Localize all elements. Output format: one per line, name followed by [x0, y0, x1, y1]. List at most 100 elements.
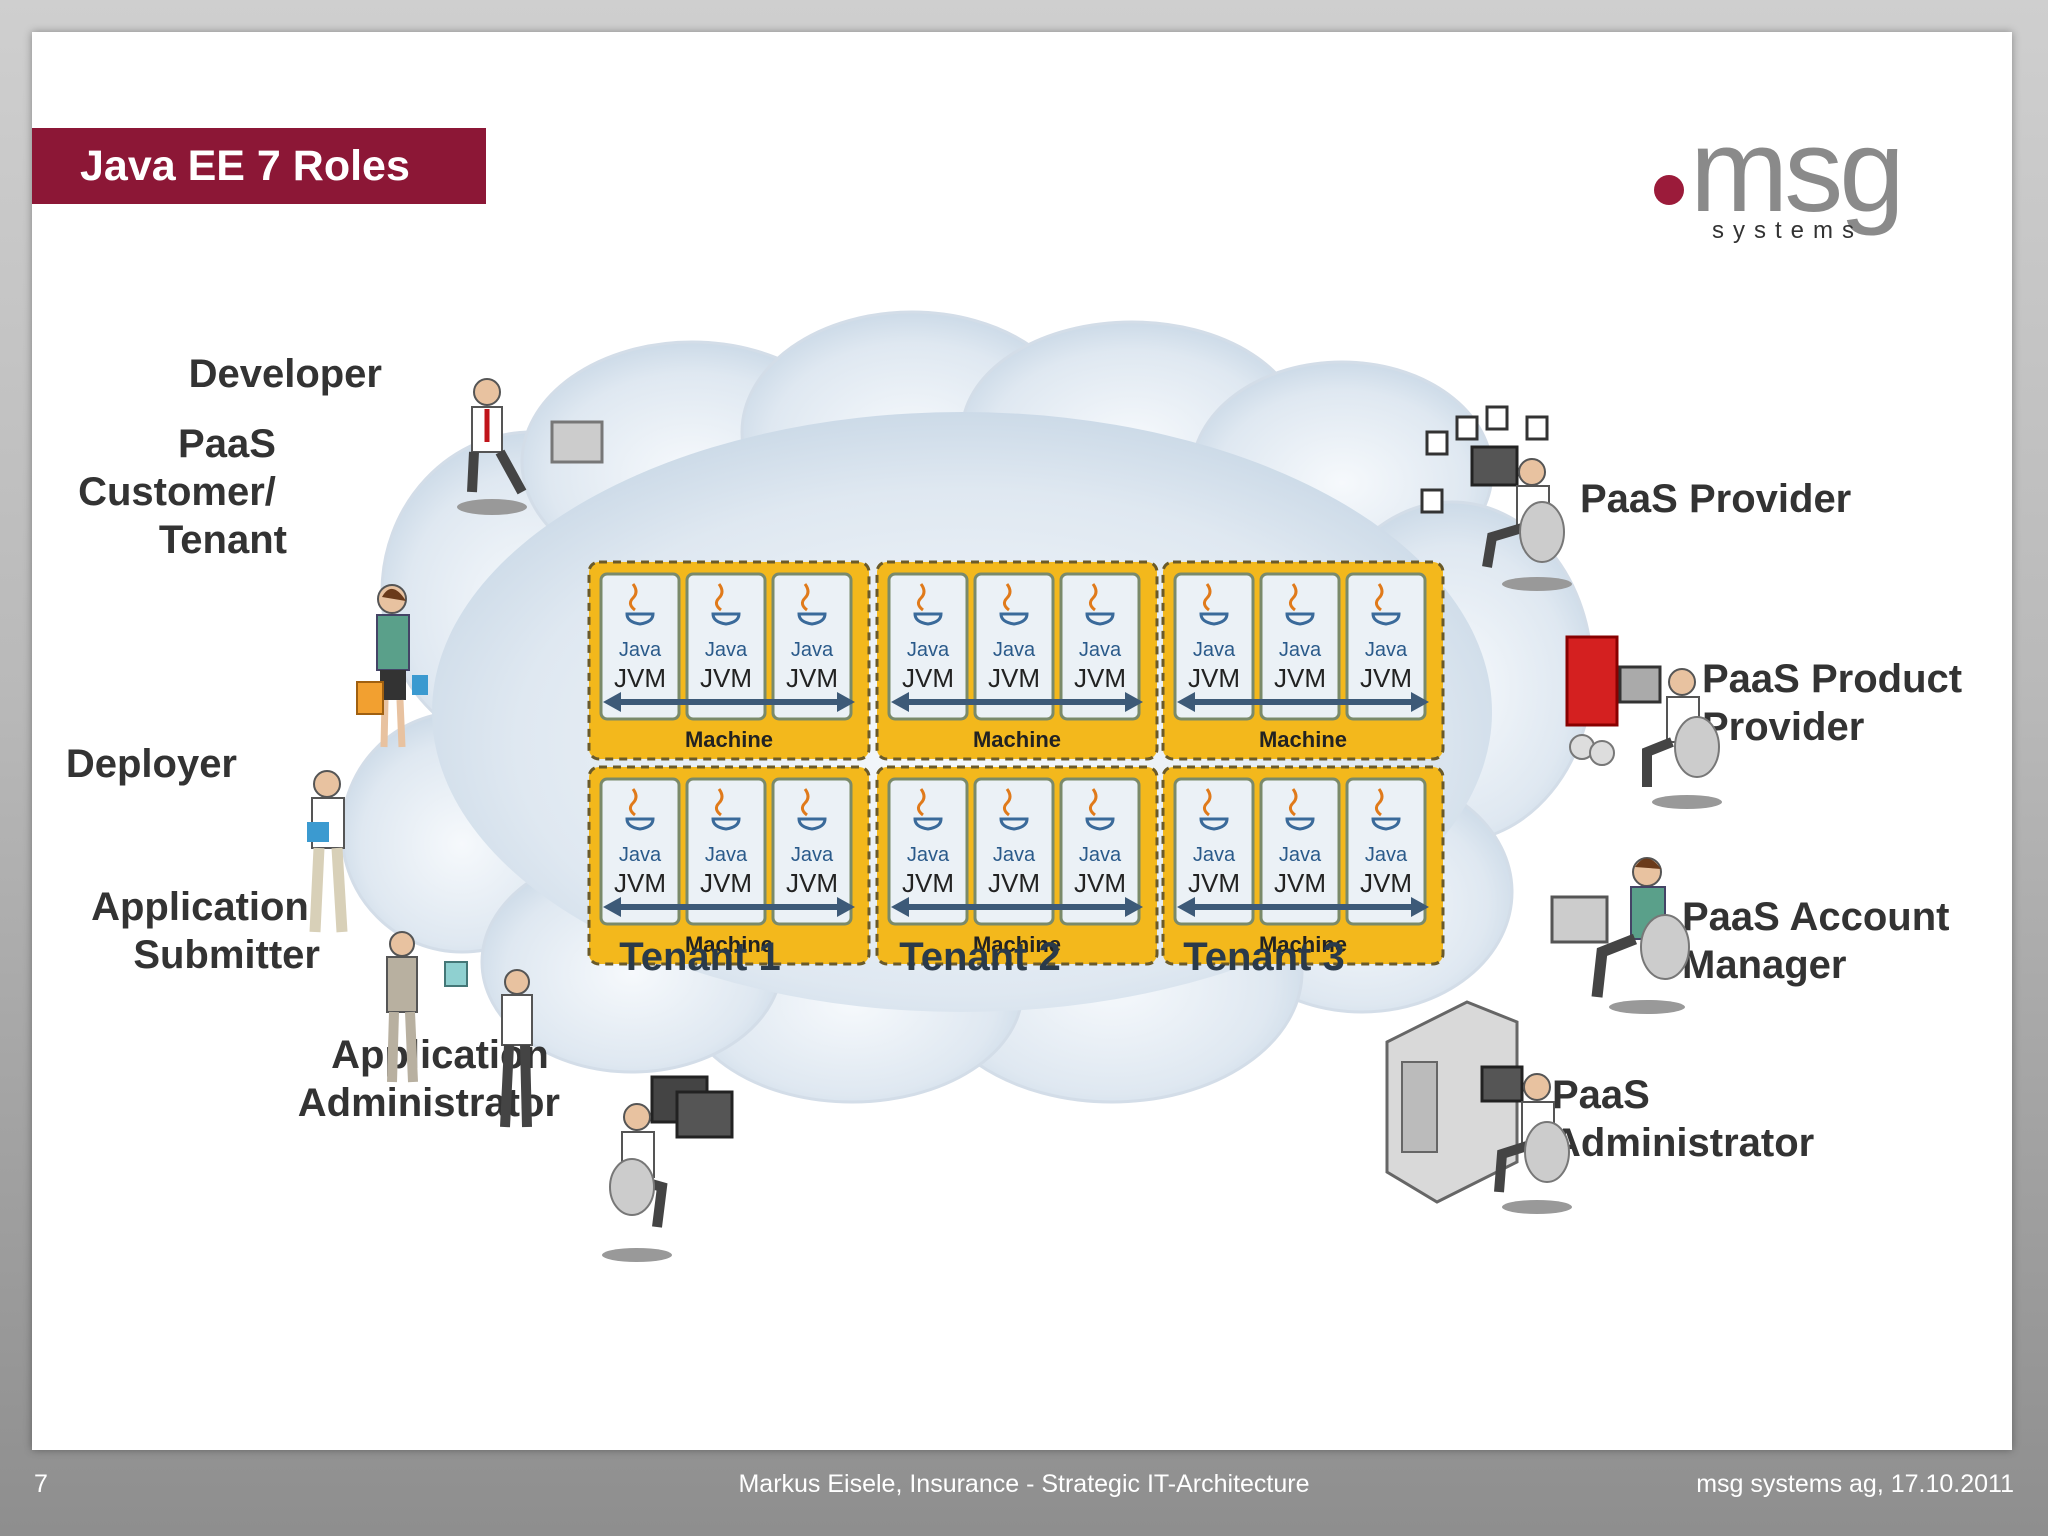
jvm-box [973, 777, 1055, 926]
java-cup-icon [999, 788, 1029, 831]
java-label: Java [993, 639, 1036, 661]
machine-arrow [891, 897, 1143, 917]
java-cup-icon [625, 583, 655, 626]
java-cup-icon [1371, 583, 1401, 626]
jvm-label: JVM [1360, 663, 1412, 693]
jvm-label: JVM [902, 663, 954, 693]
machine-arrow [891, 692, 1143, 712]
jvm-label: JVM [988, 663, 1040, 693]
java-cup-icon [999, 583, 1029, 626]
java-label: Java [1079, 639, 1122, 661]
jvm-label: JVM [988, 868, 1040, 898]
jvm-box [771, 572, 853, 721]
jvm-label: JVM [786, 868, 838, 898]
java-label: Java [993, 844, 1036, 866]
java-cup-icon [1199, 583, 1229, 626]
java-cup-icon [1285, 583, 1315, 626]
paas-account-manager-figure [1550, 857, 1690, 1014]
machines: JavaJVMJavaJVMJavaJVMMachineJavaJVMJavaJ… [587, 560, 1445, 966]
paas-administrator-figure [1385, 1000, 1572, 1214]
msg-logo: msg systems [1654, 105, 1905, 244]
jvm-label: JVM [1074, 868, 1126, 898]
java-cup-icon [625, 788, 655, 831]
jvm-box [1345, 572, 1427, 721]
paas-product-provider-figure [1565, 635, 1722, 809]
jvm-box [973, 572, 1055, 721]
application-submitter-figures [386, 931, 533, 1128]
machine-label: Machine [1259, 727, 1347, 752]
paas-provider-figure [1420, 405, 1572, 591]
jvm-box [771, 777, 853, 926]
java-cup-icon [1085, 583, 1115, 626]
machine-arrow [603, 897, 855, 917]
jvm-box [1259, 777, 1341, 926]
roles-diagram: JavaJVMJavaJVMJavaJVMMachineJavaJVMJavaJ… [66, 310, 1973, 1262]
jvm-label: JVM [700, 868, 752, 898]
java-cup-icon [711, 583, 741, 626]
java-label: Java [705, 639, 748, 661]
machine-label: Machine [973, 932, 1061, 957]
role-paas-customer-tenant: PaaS Customer/ Tenant [78, 422, 287, 562]
java-label: Java [1279, 844, 1322, 866]
role-paas-account-manager: PaaS Account Manager [1682, 895, 1961, 987]
java-cup-icon [913, 788, 943, 831]
jvm-label: JVM [902, 868, 954, 898]
jvm-box [599, 572, 681, 721]
java-cup-icon [1371, 788, 1401, 831]
machine-label: Machine [1259, 932, 1347, 957]
jvm-box [685, 572, 767, 721]
jvm-label: JVM [1188, 663, 1240, 693]
role-paas-product-provider: PaaS Product Provider [1702, 657, 1973, 749]
page-number: 7 [34, 1470, 48, 1498]
jvm-label: JVM [1274, 663, 1326, 693]
java-label: Java [1079, 844, 1122, 866]
logo-name: msg [1690, 105, 1901, 237]
logo-dot [1654, 175, 1684, 205]
jvm-box [1059, 572, 1141, 721]
title-bar: Java EE 7 Roles [32, 128, 486, 204]
java-cup-icon [711, 788, 741, 831]
machine-label: Machine [685, 727, 773, 752]
jvm-box [685, 777, 767, 926]
java-cup-icon [1199, 788, 1229, 831]
role-application-submitter: Application Submitter [91, 885, 320, 977]
jvm-box [1173, 572, 1255, 721]
java-cup-icon [913, 583, 943, 626]
java-cup-icon [1085, 788, 1115, 831]
machine-arrow [1177, 692, 1429, 712]
jvm-label: JVM [614, 868, 666, 898]
jvm-label: JVM [700, 663, 752, 693]
jvm-box [1259, 572, 1341, 721]
slide: Java EE 7 Roles msg systems [32, 32, 2012, 1450]
jvm-label: JVM [614, 663, 666, 693]
machine-label: Machine [685, 932, 773, 957]
jvm-box [1059, 777, 1141, 926]
java-label: Java [1365, 844, 1408, 866]
java-label: Java [1365, 639, 1408, 661]
machine-arrow [1177, 897, 1429, 917]
java-label: Java [619, 639, 662, 661]
jvm-box [1345, 777, 1427, 926]
role-developer: Developer [189, 352, 382, 396]
java-label: Java [1279, 639, 1322, 661]
paas-customer-figure [356, 584, 428, 748]
java-cup-icon [797, 583, 827, 626]
deployer-figure [307, 770, 348, 933]
jvm-box [1173, 777, 1255, 926]
java-cup-icon [797, 788, 827, 831]
machine-label: Machine [973, 727, 1061, 752]
jvm-label: JVM [1360, 868, 1412, 898]
jvm-box [599, 777, 681, 926]
machine-arrow [603, 692, 855, 712]
jvm-label: JVM [786, 663, 838, 693]
java-label: Java [1193, 639, 1236, 661]
footer-center-text: Markus Eisele, Insurance - Strategic IT-… [738, 1470, 1310, 1498]
java-label: Java [1193, 844, 1236, 866]
tenant-label-1: Tenant 1 [619, 935, 781, 979]
role-paas-administrator: PaaS Administrator [1552, 1073, 1814, 1165]
java-label: Java [907, 844, 950, 866]
footer-right-text: msg systems ag, 17.10.2011 [1696, 1470, 2014, 1498]
developer-figure [457, 378, 604, 515]
